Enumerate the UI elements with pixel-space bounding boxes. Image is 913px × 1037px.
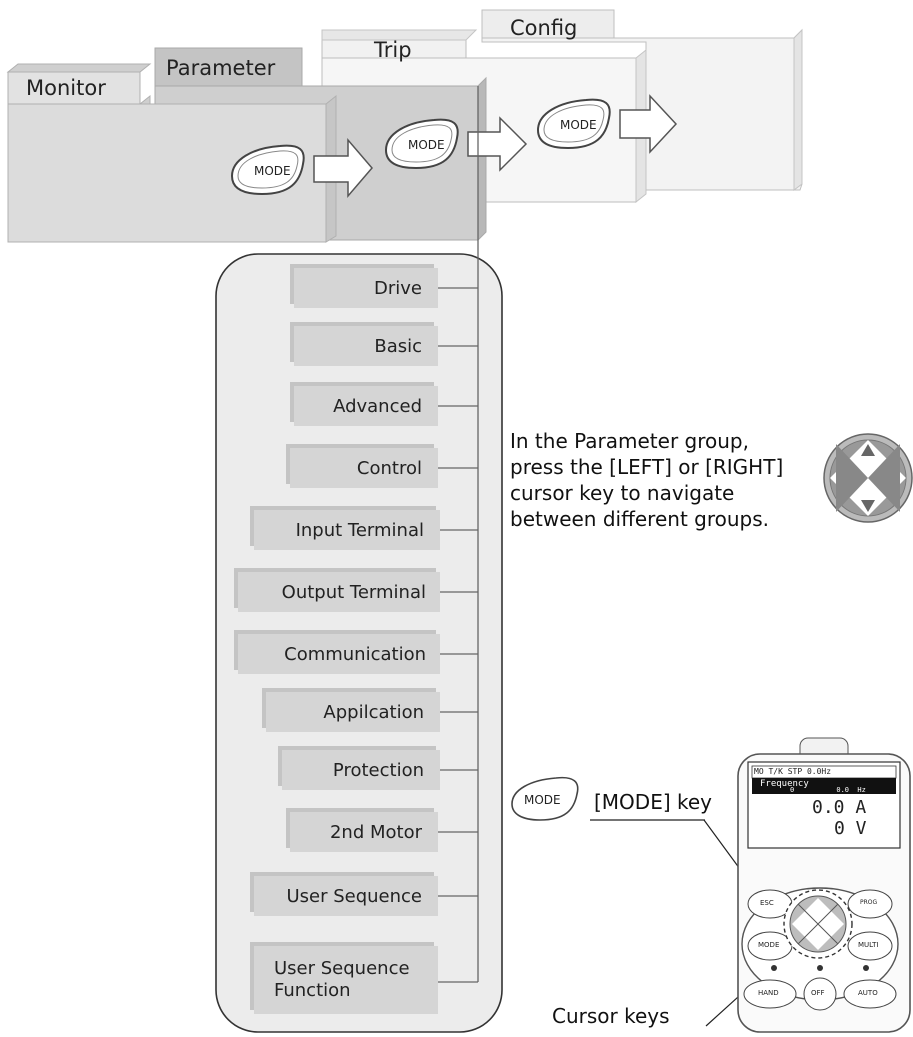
svg-text:MODE: MODE [524, 793, 561, 807]
group-drive[interactable]: Drive [294, 268, 438, 308]
group-label: Input Terminal [295, 519, 424, 541]
group-label: Drive [374, 277, 422, 299]
group-label: User Sequence [274, 957, 410, 979]
keypad-prog-button[interactable]: PROG [860, 899, 878, 906]
arrow-right-icon [313, 137, 373, 199]
tab-parameter[interactable]: Parameter [166, 56, 276, 80]
keypad-voltage-readout: 0 V [834, 818, 867, 839]
tab-trip[interactable]: Trip [374, 38, 412, 62]
group-label: Basic [374, 335, 422, 357]
navigation-instructions: In the Parameter group, press the [LEFT]… [510, 429, 784, 531]
group-control[interactable]: Control [290, 448, 438, 488]
keypad-current-readout: 0.0 A [812, 797, 867, 818]
group-advanced[interactable]: Advanced [294, 386, 438, 426]
group-label: Appilcation [323, 701, 424, 723]
group-protection[interactable]: Protection [282, 750, 440, 790]
svg-text:MODE: MODE [408, 138, 445, 152]
keypad-mode-button[interactable]: MODE [758, 941, 780, 949]
arrow-right-icon [467, 116, 528, 172]
mode-key-icon: MODE [511, 776, 579, 821]
group-label: Output Terminal [281, 581, 426, 603]
group-label: Protection [332, 759, 424, 781]
keypad-esc-button[interactable]: ESC [760, 899, 774, 907]
keypad-screen-small: 0 0.0 Hz [790, 786, 866, 794]
group-label-line2: Function [274, 980, 351, 1001]
mode-key-icon: MODE [230, 144, 305, 196]
tab-config[interactable]: Config [510, 16, 578, 40]
group-label: User Sequence [286, 885, 422, 907]
keypad-status-line: MO T/K STP 0.0Hz [754, 767, 832, 776]
mode-key-icon: MODE [384, 118, 459, 170]
group-application[interactable]: Appilcation [266, 692, 440, 732]
group-input-terminal[interactable]: Input Terminal [254, 510, 440, 550]
cursor-keys-icon [823, 433, 913, 523]
mode-key-icon: MODE [536, 98, 611, 150]
svg-text:MODE: MODE [254, 164, 291, 178]
group-2nd-motor[interactable]: 2nd Motor [290, 812, 438, 852]
group-communication[interactable]: Communication [238, 634, 440, 674]
group-output-terminal[interactable]: Output Terminal [238, 572, 440, 612]
group-basic[interactable]: Basic [294, 326, 438, 366]
group-label: 2nd Motor [329, 821, 422, 843]
tab-monitor[interactable]: Monitor [26, 76, 106, 100]
mode-key-callout: [MODE] key [594, 790, 713, 814]
keypad-device [737, 737, 911, 1033]
arrow-right-icon [619, 94, 678, 154]
cursor-keys-callout: Cursor keys [552, 1004, 670, 1028]
keypad-screen-title: Frequency [760, 779, 809, 789]
group-label: Communication [284, 643, 426, 665]
group-user-sequence[interactable]: User Sequence [254, 876, 438, 916]
keypad-hand-button[interactable]: HAND [758, 989, 779, 997]
group-label: Advanced [333, 395, 422, 417]
group-user-sequence-function[interactable]: User Sequence Function [254, 946, 438, 1014]
keypad-off-button[interactable]: OFF [811, 989, 825, 997]
keypad-multi-button[interactable]: MULTI [858, 941, 879, 949]
keypad-auto-button[interactable]: AUTO [858, 989, 878, 997]
monitor-panel [6, 63, 337, 243]
group-label: Control [356, 457, 422, 479]
config-panel [481, 9, 803, 191]
svg-text:MODE: MODE [560, 118, 597, 132]
